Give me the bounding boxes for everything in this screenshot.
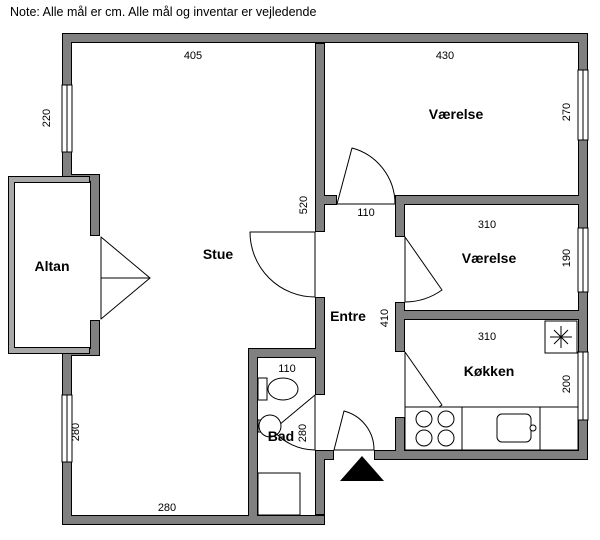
dim-kitchen-height: 200 [561,375,573,393]
kitchen-sink-icon [496,413,537,443]
dim-bedroom-top-width: 430 [436,50,454,62]
dim-bath-height: 280 [297,424,309,442]
dim-bath-width: 110 [278,363,296,375]
room-label-balcony: Altan [35,258,70,274]
bathroom-sink-icon [257,414,282,438]
windows [61,69,589,463]
bathroom-fixtures [257,377,301,516]
dim-bedroom-mid-height: 190 [561,249,573,267]
window-left-upper [61,84,73,153]
window-right-lower [577,351,589,421]
room-label-bedroom-mid: Værelse [462,250,517,266]
door-entrance [333,410,375,451]
toilet-icon [257,377,299,401]
dim-stue-top: 405 [184,50,202,62]
room-label-bedroom-top: Værelse [429,106,484,122]
dim-stue-right: 520 [298,196,310,214]
room-label-bath: Bad [268,428,294,444]
dim-bottom: 280 [158,502,176,514]
doors [100,147,443,451]
entrance-arrow [340,456,384,481]
dim-kitchen-width: 310 [478,331,496,343]
kitchen-counter [404,406,579,451]
dim-left-upper: 220 [41,109,53,127]
door-balcony-leaf-lower [100,277,151,320]
note-text: Note: Alle mål er cm. Alle mål og invent… [10,5,316,19]
dim-bedroom-top-height: 270 [561,103,573,121]
freezer-icon [544,320,578,354]
dim-bedroom-mid-width: 310 [478,219,496,231]
room-label-kitchen: Køkken [464,363,515,379]
stove-burners-icon [415,410,455,447]
window-right-top [577,69,589,141]
dim-entry-top: 110 [357,207,375,219]
window-right-middle [577,227,589,293]
room-label-stue: Stue [203,246,234,262]
dim-entry-height: 410 [379,309,391,327]
door-bedroom-top [336,147,396,205]
kitchen-fixtures [404,320,579,451]
door-stue [249,231,316,298]
shower-icon [257,472,301,516]
balcony-walls [9,177,89,353]
door-bedroom-mid [404,236,443,303]
dim-left-lower: 280 [70,423,82,441]
room-label-entry: Entre [330,308,366,324]
window-left-lower [61,394,73,463]
